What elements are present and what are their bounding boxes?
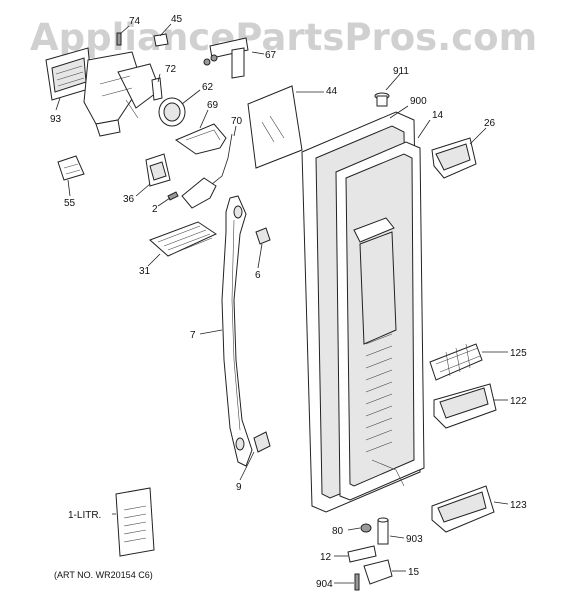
callout-903: 903 <box>406 534 423 545</box>
callout-36: 36 <box>123 194 135 205</box>
callout-67: 67 <box>265 50 277 61</box>
callout-6: 6 <box>255 270 261 281</box>
callout-93: 93 <box>50 114 62 125</box>
callout-1-litr: 1-LITR. <box>68 510 101 521</box>
part-72-bracket[interactable] <box>151 77 163 101</box>
callout-44: 44 <box>326 86 338 97</box>
callout-80: 80 <box>332 526 344 537</box>
callout-31: 31 <box>139 266 151 277</box>
callout-123: 123 <box>510 500 527 511</box>
part-69-bracket[interactable] <box>174 123 227 155</box>
part-93-control-housing[interactable] <box>45 47 161 137</box>
callout-904: 904 <box>316 579 333 590</box>
part-7-handle[interactable] <box>221 195 253 467</box>
callout-9: 9 <box>236 482 242 493</box>
part-125-wire-shelf[interactable] <box>429 343 483 381</box>
part-904-screw[interactable] <box>354 573 360 591</box>
callout-15: 15 <box>408 567 420 578</box>
part-15-block[interactable] <box>363 559 393 585</box>
part-44-glass-panel[interactable] <box>247 85 303 169</box>
callout-911: 911 <box>393 66 409 77</box>
part-911-cap[interactable] <box>374 92 390 107</box>
callout-70: 70 <box>231 116 243 127</box>
callout-62: 62 <box>202 82 214 93</box>
callout-26: 26 <box>484 118 496 129</box>
callout-69: 69 <box>207 100 219 111</box>
part-literature-booklet[interactable] <box>115 487 155 557</box>
callout-125: 125 <box>510 348 527 359</box>
callout-72: 72 <box>165 64 177 75</box>
part-31-grille[interactable] <box>149 221 218 257</box>
part-14-gasket[interactable] <box>335 141 425 501</box>
part-36-switch[interactable] <box>145 153 171 187</box>
callout-45: 45 <box>171 14 183 25</box>
callout-122: 122 <box>510 396 527 407</box>
part-12-clip[interactable] <box>347 545 377 563</box>
art-number: (ART NO. WR20154 C6) <box>54 570 153 580</box>
callout-14: 14 <box>432 110 444 121</box>
part-67-bracket[interactable] <box>203 37 249 79</box>
callout-2: 2 <box>152 204 158 215</box>
part-80-fitting[interactable] <box>360 523 372 533</box>
callout-labels: 74 45 67 72 62 93 69 70 44 911 900 14 26… <box>50 14 527 590</box>
part-45-clip[interactable] <box>153 33 169 47</box>
part-55-bracket[interactable] <box>57 155 85 181</box>
leader-lines <box>55 23 509 584</box>
part-62-ring[interactable] <box>158 97 186 127</box>
watermark-text: AppliancePartsPros.com <box>30 16 537 59</box>
callout-55: 55 <box>64 198 76 209</box>
callout-900: 900 <box>410 96 427 107</box>
part-74-screw[interactable] <box>116 32 122 46</box>
callout-7: 7 <box>190 330 196 341</box>
callout-12: 12 <box>320 552 332 563</box>
callout-74: 74 <box>129 16 141 27</box>
part-122-door-bin[interactable] <box>433 383 497 429</box>
part-dispenser-paddle[interactable] <box>181 177 217 209</box>
part-9-plug[interactable] <box>253 431 271 453</box>
part-26-bin[interactable] <box>431 137 477 179</box>
part-123-door-bin[interactable] <box>431 485 495 533</box>
part-6-plug[interactable] <box>255 227 271 245</box>
part-903-cylinder[interactable] <box>377 517 389 545</box>
